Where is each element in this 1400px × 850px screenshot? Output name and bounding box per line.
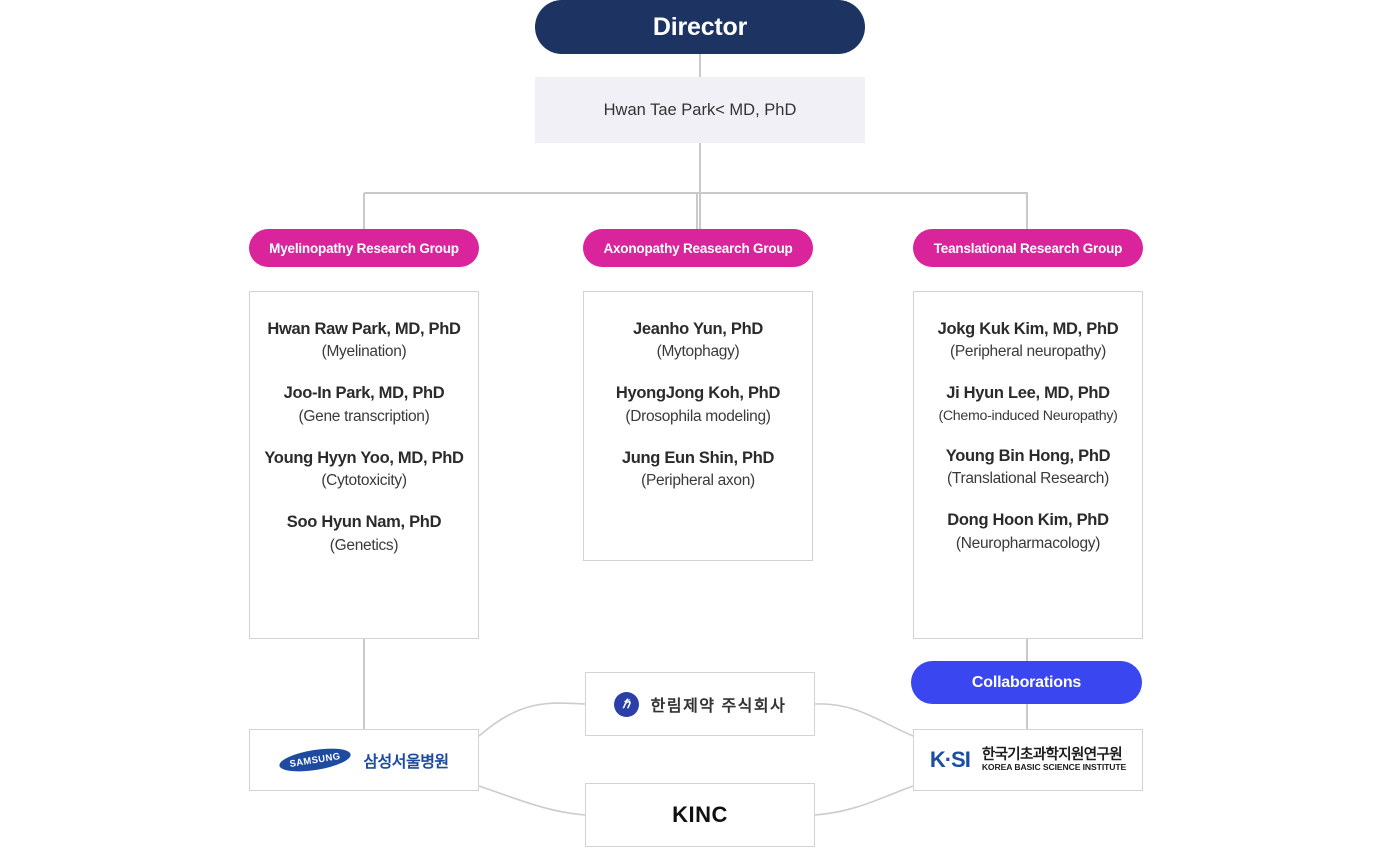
partner-name-korean: 삼성서울병원 xyxy=(363,754,449,771)
partner-name-english: KINC xyxy=(672,802,728,827)
connector-arc-samsung-hanlim xyxy=(478,702,586,737)
member-entry: Young Hyyn Yoo, MD, PhD (Cytotoxicity) xyxy=(256,447,472,492)
member-entry: HyongJong Koh, PhD (Drosophila modeling) xyxy=(590,382,806,427)
member-name: Ji Hyun Lee, MD, PhD xyxy=(946,384,1110,403)
member-field: (Neuropharmacology) xyxy=(955,534,1101,552)
collaborations-label: Collaborations xyxy=(971,673,1082,691)
director-name-label: Hwan Tae Park< MD, PhD xyxy=(603,100,797,119)
member-name: Young Bin Hong, PhD xyxy=(945,447,1111,465)
member-field: (Translational Research) xyxy=(947,470,1109,488)
kbsi-logo-icon: K·SI xyxy=(929,747,971,772)
member-entry: Hwan Raw Park, MD, PhD (Myelination) xyxy=(256,318,472,363)
hanlim-logo-icon: ℏ xyxy=(613,691,639,717)
member-field: (Peripheral neuropathy) xyxy=(950,343,1106,361)
partner-name-korean: 한림제약 주식회사 xyxy=(650,698,787,715)
group-header-label: Axonopathy Reasearch Group xyxy=(603,240,793,256)
director-title-label: Director xyxy=(652,12,748,41)
member-name: HyongJong Koh, PhD xyxy=(615,384,781,403)
member-entry: Young Bin Hong, PhD (Translational Resea… xyxy=(920,445,1136,490)
director-title-badge: Director xyxy=(535,0,865,54)
member-name: Soo Hyun Nam, PhD xyxy=(286,513,442,532)
member-list-translational: Jokg Kuk Kim, MD, PhD (Peripheral neurop… xyxy=(913,291,1143,639)
member-entry: Dong Hoon Kim, PhD (Neuropharmacology) xyxy=(920,509,1136,554)
group-header-label: Myelinopathy Research Group xyxy=(269,240,459,256)
partner-samsung-medical-center[interactable]: SAMSUNG 삼성서울병원 xyxy=(249,729,479,791)
director-name-box: Hwan Tae Park< MD, PhD xyxy=(535,77,865,143)
partner-name-korean: 한국기초과학지원연구원 xyxy=(981,747,1123,764)
member-entry: Jeanho Yun, PhD (Mytophagy) xyxy=(590,318,806,363)
connector-arc-kinc-kbsi xyxy=(814,785,914,816)
member-field: (Myelination) xyxy=(321,343,407,361)
member-list-axonopathy: Jeanho Yun, PhD (Mytophagy) HyongJong Ko… xyxy=(583,291,813,561)
member-field: (Cytotoxicity) xyxy=(321,472,407,490)
member-name: Jeanho Yun, PhD xyxy=(633,320,763,338)
collaborations-badge[interactable]: Collaborations xyxy=(911,661,1142,704)
partner-kbsi[interactable]: K·SI 한국기초과학지원연구원 KOREA BASIC SCIENCE INS… xyxy=(913,729,1143,791)
member-entry: Jung Eun Shin, PhD (Peripheral axon) xyxy=(590,447,806,492)
member-name: Dong Hoon Kim, PhD xyxy=(947,511,1109,530)
connector-arc-samsung-kinc xyxy=(478,785,586,816)
member-entry: Ji Hyun Lee, MD, PhD (Chemo-induced Neur… xyxy=(920,382,1136,426)
samsung-logo-text: SAMSUNG xyxy=(289,750,342,770)
partner-kinc[interactable]: KINC xyxy=(585,783,815,847)
member-field: (Peripheral axon) xyxy=(641,472,755,490)
member-name: Joo-In Park, MD, PhD xyxy=(283,384,445,403)
member-field: (Genetics) xyxy=(329,536,399,554)
group-header-myelinopathy[interactable]: Myelinopathy Research Group xyxy=(249,229,479,267)
member-entry: Soo Hyun Nam, PhD (Genetics) xyxy=(256,511,472,556)
member-name: Jokg Kuk Kim, MD, PhD xyxy=(937,320,1119,338)
member-field: (Mytophagy) xyxy=(656,343,740,361)
partner-hanlim-pharm[interactable]: ℏ 한림제약 주식회사 xyxy=(585,672,815,736)
member-list-myelinopathy: Hwan Raw Park, MD, PhD (Myelination) Joo… xyxy=(249,291,479,639)
member-name: Hwan Raw Park, MD, PhD xyxy=(267,320,461,338)
group-header-translational[interactable]: Teanslational Research Group xyxy=(913,229,1143,267)
partner-name-english: KOREA BASIC SCIENCE INSTITUTE xyxy=(981,762,1127,773)
connector-arc-hanlim-kbsi xyxy=(814,703,914,737)
member-name: Jung Eun Shin, PhD xyxy=(621,448,775,467)
hanlim-logo-text: ℏ xyxy=(622,697,630,711)
samsung-logo-icon: SAMSUNG xyxy=(278,744,353,776)
group-header-label: Teanslational Research Group xyxy=(933,240,1123,256)
member-entry: Jokg Kuk Kim, MD, PhD (Peripheral neurop… xyxy=(920,318,1136,363)
member-field: (Chemo-induced Neuropathy) xyxy=(938,407,1118,424)
member-name: Young Hyyn Yoo, MD, PhD xyxy=(264,448,464,467)
member-entry: Joo-In Park, MD, PhD (Gene transcription… xyxy=(256,382,472,427)
group-header-axonopathy[interactable]: Axonopathy Reasearch Group xyxy=(583,229,813,267)
member-field: (Gene transcription) xyxy=(298,407,430,425)
member-field: (Drosophila modeling) xyxy=(625,407,771,425)
